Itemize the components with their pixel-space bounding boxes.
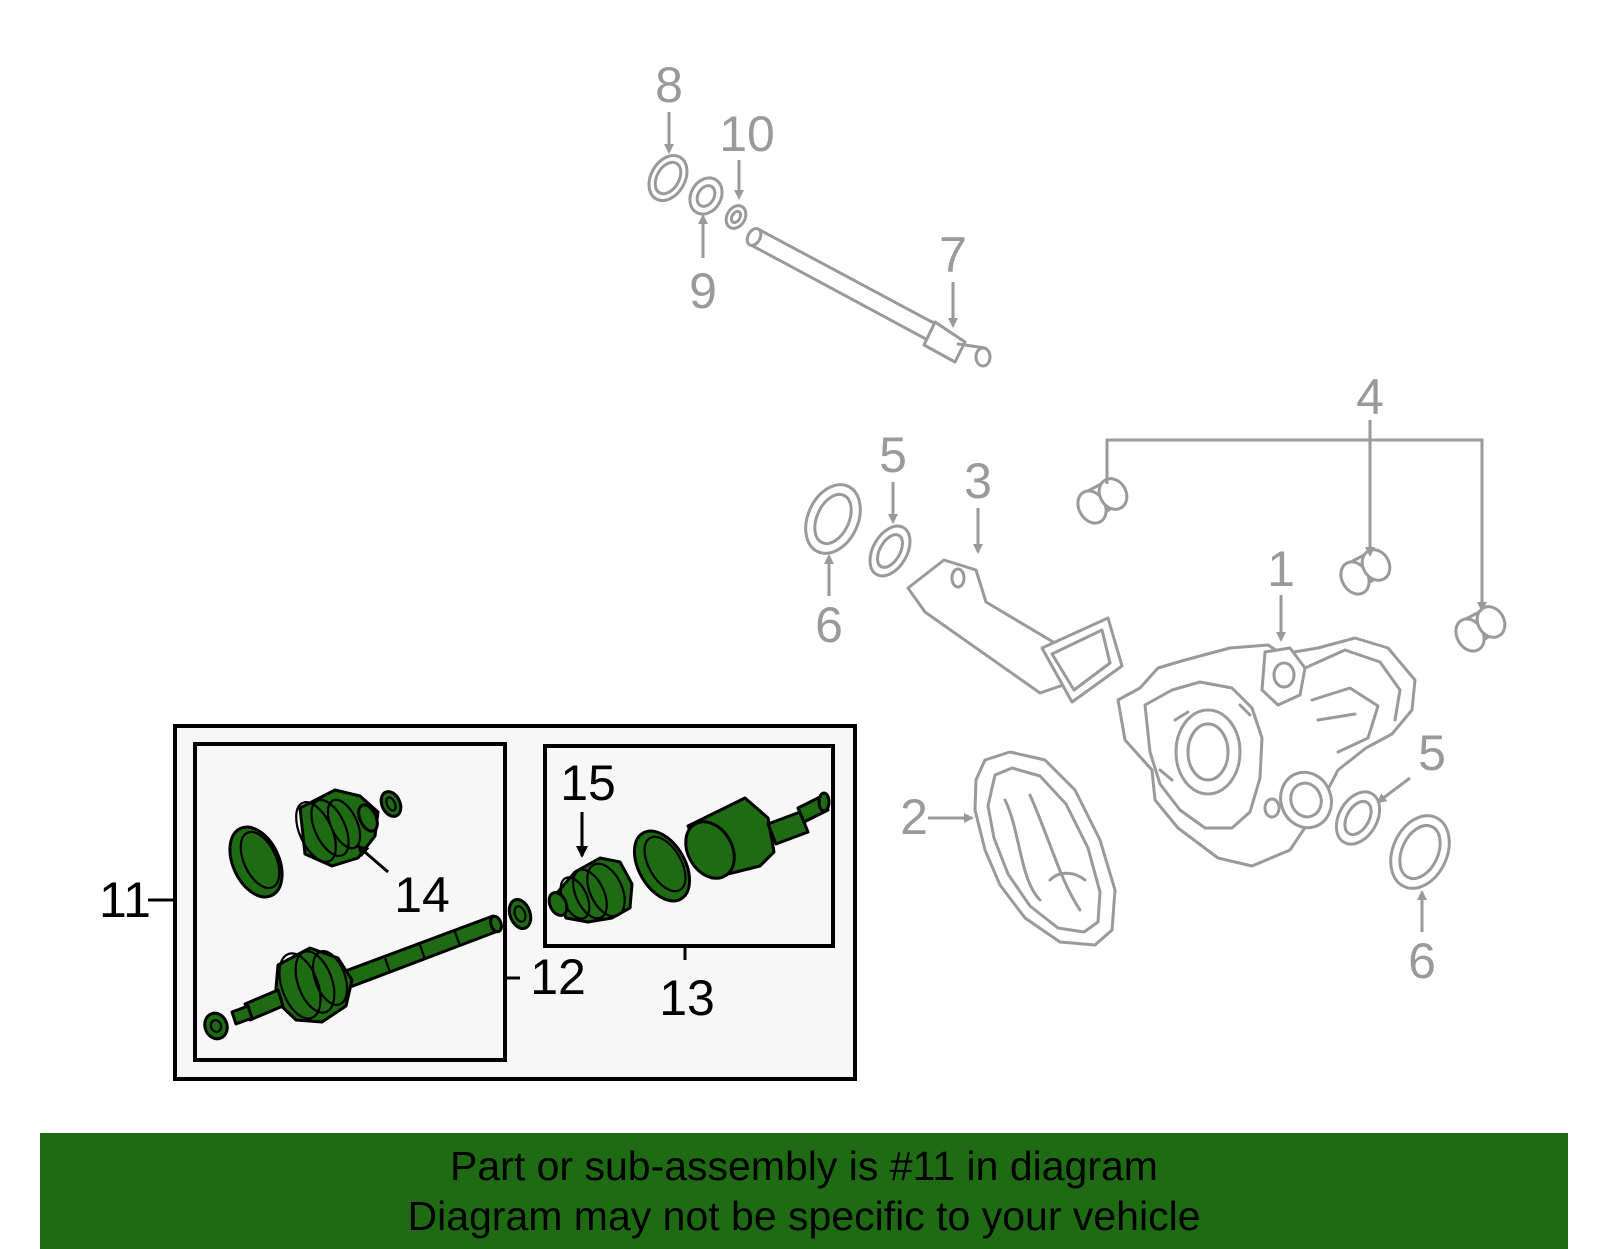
seal-ring-part-8 bbox=[647, 154, 689, 202]
seal-part-5-right bbox=[1334, 790, 1382, 846]
callout-5-left: 5 bbox=[879, 427, 907, 483]
boot-clamp-large bbox=[228, 825, 284, 899]
leader-4-bracket bbox=[1105, 438, 1487, 612]
cv-joint-housing bbox=[684, 791, 831, 880]
washer-part-10 bbox=[724, 204, 748, 230]
differential-cover-part-2 bbox=[973, 750, 1117, 947]
bearing-part-9 bbox=[688, 176, 724, 216]
callout-6-left: 6 bbox=[815, 597, 843, 653]
info-banner: Part or sub-assembly is #11 in diagram D… bbox=[40, 1133, 1568, 1249]
leader-14 bbox=[356, 844, 389, 874]
callout-11: 11 bbox=[99, 872, 151, 928]
boot-clamp-small bbox=[379, 790, 403, 818]
callout-10: 10 bbox=[719, 106, 775, 162]
callout-12: 12 bbox=[530, 949, 586, 1005]
bushing-part-4-a bbox=[1076, 477, 1129, 525]
callout-7: 7 bbox=[939, 227, 967, 283]
leader-5-right bbox=[1376, 776, 1411, 804]
callout-13: 13 bbox=[659, 970, 715, 1026]
boot-clamp-right bbox=[632, 829, 692, 903]
callout-14: 14 bbox=[394, 867, 450, 923]
banner-line-1: Part or sub-assembly is #11 in diagram bbox=[450, 1143, 1158, 1189]
callout-15: 15 bbox=[560, 755, 616, 811]
half-shaft-part-12 bbox=[203, 914, 503, 1041]
callout-5-right: 5 bbox=[1418, 725, 1446, 781]
callout-2: 2 bbox=[900, 789, 928, 845]
callout-4: 4 bbox=[1356, 369, 1384, 425]
seal-part-5-left bbox=[868, 524, 912, 578]
bushing-part-4-c bbox=[1454, 605, 1507, 653]
callout-8: 8 bbox=[655, 57, 683, 113]
ring-part-6-right bbox=[1389, 814, 1451, 890]
callout-9: 9 bbox=[689, 263, 717, 319]
callout-3: 3 bbox=[964, 453, 992, 509]
bushing-part-4-b bbox=[1339, 548, 1392, 596]
callout-6-right: 6 bbox=[1408, 933, 1436, 989]
axle-shaft-part-7 bbox=[745, 227, 992, 368]
banner-line-2: Diagram may not be specific to your vehi… bbox=[407, 1193, 1201, 1239]
gasket-ring bbox=[507, 897, 533, 931]
callout-1: 1 bbox=[1267, 541, 1295, 597]
differential-housing-part-1 bbox=[1116, 636, 1417, 868]
ring-part-6-left bbox=[804, 483, 862, 555]
cv-boot-part-15 bbox=[547, 856, 634, 924]
axle-tube-part-3 bbox=[906, 558, 1124, 704]
